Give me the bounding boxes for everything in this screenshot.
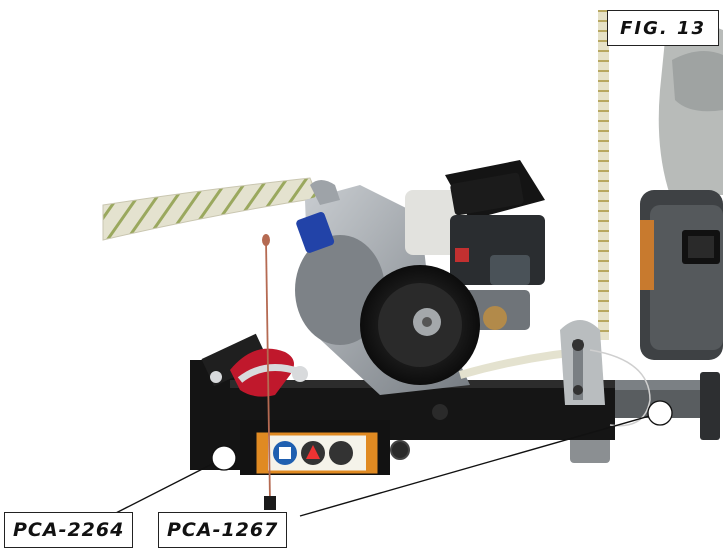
hanging-cord (265, 239, 271, 503)
callout-leader-pca-1267 (299, 412, 661, 517)
callout-marker-pca-2264 (211, 445, 237, 471)
warning-decal (256, 432, 378, 474)
cord-weight (264, 496, 276, 510)
part-label-pca-2264: PCA-2264 (4, 512, 134, 548)
figure-label: FIG. 13 (607, 10, 719, 46)
pulley-bracket (560, 320, 605, 405)
part-label-pca-1267: PCA-1267 (158, 512, 288, 548)
callout-leader-pca-2264 (109, 457, 225, 517)
vertical-rope (598, 10, 609, 340)
capstan-drum (360, 265, 507, 385)
vehicle-bumper (640, 26, 723, 360)
callout-marker-pca-1267 (647, 400, 673, 426)
main-rope (102, 177, 319, 241)
